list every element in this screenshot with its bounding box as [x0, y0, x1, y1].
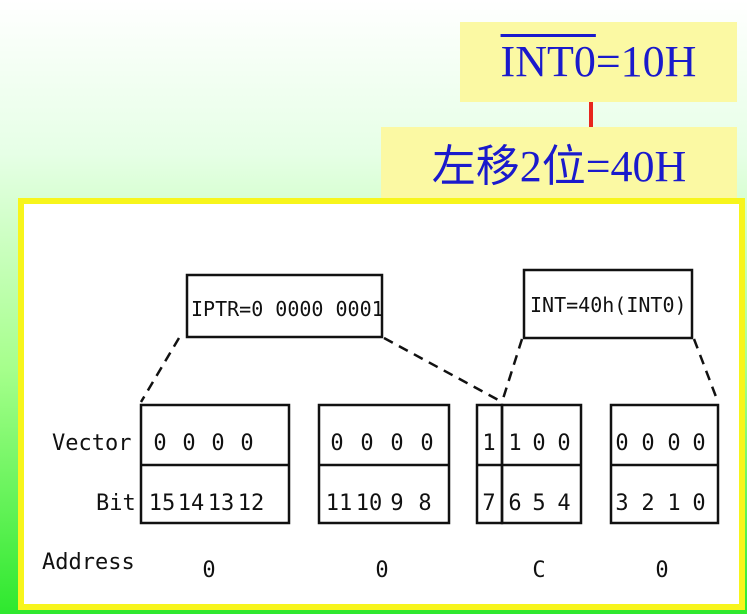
address-nibble: 0 — [202, 558, 215, 583]
iptr-box — [185, 273, 384, 339]
vector-bit-value: 0 — [390, 431, 403, 456]
bit-number: 5 — [532, 491, 545, 516]
vector-bit-value: 0 — [532, 431, 545, 456]
iptr-label: IPTR=0 0000 0001 — [191, 297, 384, 321]
vector-bit-value: 0 — [615, 431, 628, 456]
address-nibble: 0 — [375, 558, 388, 583]
connector-line — [589, 102, 593, 127]
vector-bit-value: 0 — [240, 431, 253, 456]
vector-bit-value: 0 — [211, 431, 224, 456]
row-label-bit: Bit — [96, 491, 136, 516]
bit-number: 9 — [390, 491, 403, 516]
bit-number: 4 — [557, 491, 570, 516]
shift-text: 左移2位=40H — [431, 142, 687, 191]
bit-number: 3 — [615, 491, 628, 516]
vector-bit-value: 0 — [557, 431, 570, 456]
vector-bit-value: 0 — [330, 431, 343, 456]
register-diagram: IPTR=0 0000 0001 INT=40h(INT0) Vector Bi… — [42, 268, 720, 583]
address-nibble: C — [532, 558, 545, 583]
vector-bit-value: 0 — [360, 431, 373, 456]
bit-number: 11 — [326, 491, 353, 516]
vector-bit-value: 0 — [153, 431, 166, 456]
int-label: INT=40h(INT0) — [530, 293, 687, 317]
bit-number: 15 — [149, 491, 176, 516]
bit-number: 2 — [641, 491, 654, 516]
register-diagram-panel: IPTR=0 0000 0001 INT=40h(INT0) Vector Bi… — [18, 198, 745, 610]
row-label-vector: Vector — [52, 431, 131, 456]
bit-number: 10 — [356, 491, 383, 516]
bit-number: 13 — [208, 491, 235, 516]
vector-bit-value: 0 — [667, 431, 680, 456]
address-nibble: 0 — [655, 558, 668, 583]
int0-name: INT0 — [500, 37, 596, 86]
row-label-address: Address — [42, 550, 135, 575]
vector-bit-value: 0 — [182, 431, 195, 456]
vector-bit-value: 1 — [508, 431, 521, 456]
int0-callout: INT0=10H — [460, 22, 737, 102]
bit-number: 6 — [508, 491, 521, 516]
vector-bit-value: 0 — [692, 431, 705, 456]
bit-number: 8 — [418, 491, 431, 516]
shift-callout: 左移2位=40H — [381, 127, 737, 207]
int0-value: =10H — [595, 37, 697, 86]
bit-number: 7 — [482, 491, 495, 516]
bit-number: 0 — [692, 491, 705, 516]
vector-bit-value: 0 — [420, 431, 433, 456]
vector-bit-value: 1 — [482, 431, 495, 456]
int-box — [522, 268, 694, 340]
bit-number: 1 — [667, 491, 680, 516]
vector-bit-value: 0 — [641, 431, 654, 456]
bit-number: 14 — [178, 491, 205, 516]
bit-number: 12 — [238, 491, 265, 516]
